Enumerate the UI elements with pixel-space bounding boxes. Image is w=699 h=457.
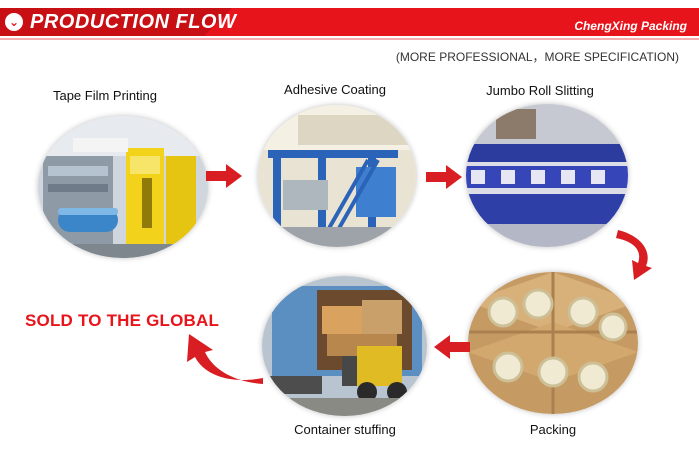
printing-machine-photo	[38, 116, 208, 258]
subtitle: (MORE PROFESSIONAL，MORE SPECIFICATION)	[395, 50, 679, 64]
brand-name: ChengXing Packing	[574, 19, 687, 33]
coating-machine-photo	[258, 105, 416, 247]
packing-boxes-photo	[468, 272, 638, 414]
red-curved-arrow-icon	[616, 230, 652, 280]
page-title: PRODUCTION FLOW	[30, 11, 237, 33]
step-label-printing: Tape Film Printing	[52, 88, 158, 103]
step-label-packing: Packing	[529, 422, 577, 437]
header-banner: ⌄ PRODUCTION FLOW ChengXing Packing	[0, 0, 699, 40]
header-title-tab	[0, 8, 232, 36]
chevron-down-circle-icon: ⌄	[5, 13, 23, 31]
step-label-slitting: Jumbo Roll Slitting	[486, 83, 594, 98]
slitting-machine-photo	[466, 104, 628, 247]
step-label-coating: Adhesive Coating	[284, 82, 386, 97]
red-arrow-icon	[206, 164, 242, 188]
container-loading-photo	[262, 276, 427, 416]
step-label-container: Container stuffing	[294, 422, 396, 437]
red-curved-arrow-icon	[187, 334, 263, 384]
destination-label: SOLD TO THE GLOBAL	[25, 311, 220, 330]
header-divider	[0, 38, 699, 40]
red-arrow-icon	[434, 335, 470, 359]
red-arrow-icon	[426, 165, 462, 189]
